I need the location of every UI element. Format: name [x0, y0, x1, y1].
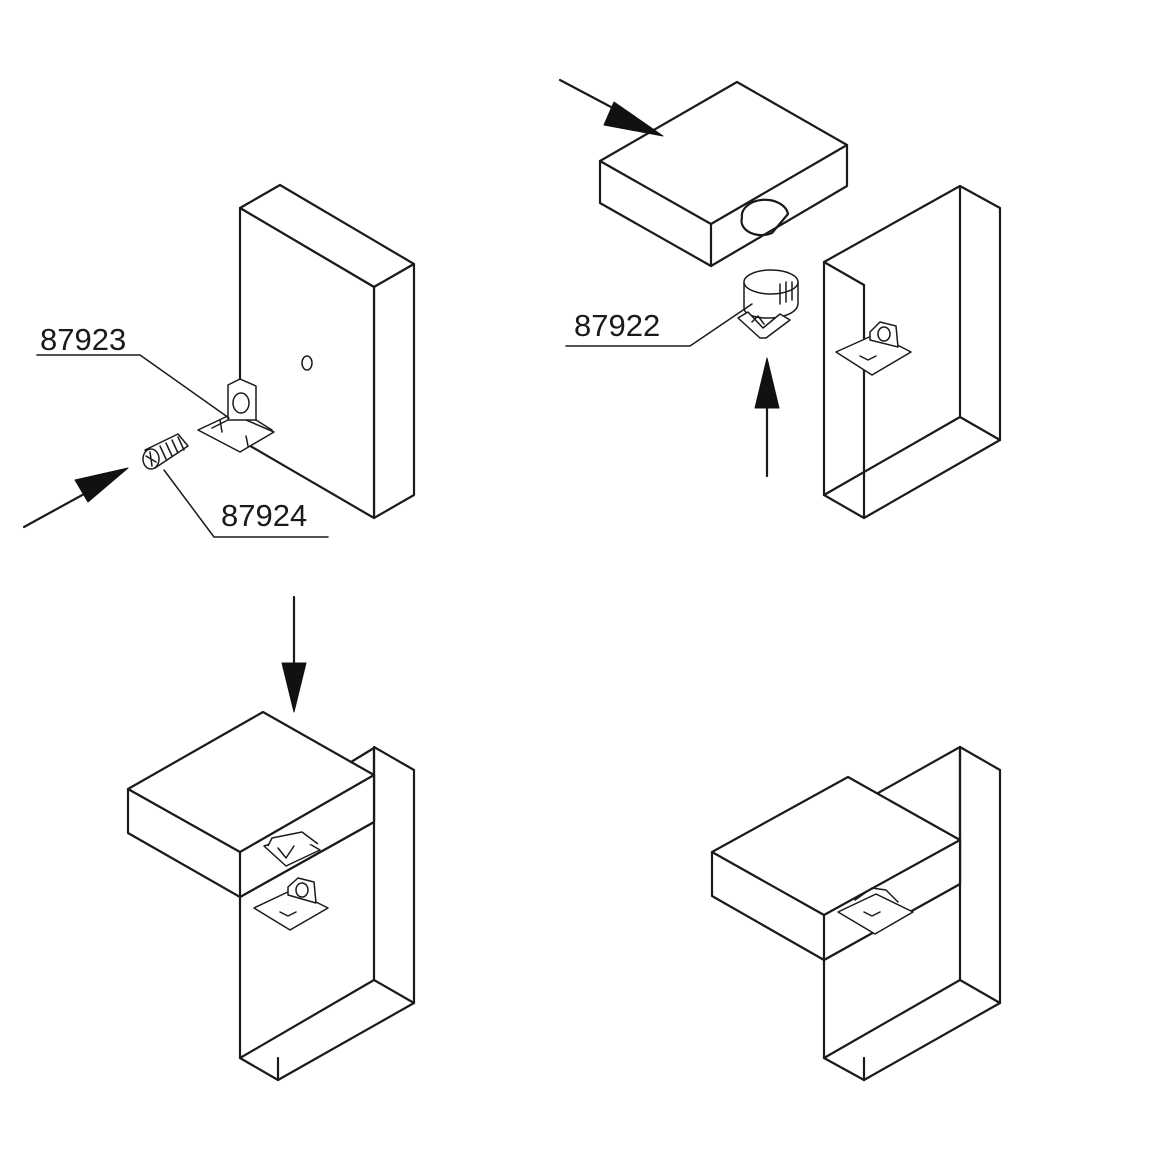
label-87922: 87922: [565, 303, 753, 347]
drill-hole: [301, 355, 313, 371]
side-panel-1: [238, 183, 416, 520]
cam-lock-87922: [737, 269, 799, 339]
label-87924: 87924: [163, 469, 329, 538]
insert-arrow-step-1: [22, 467, 129, 529]
cam-lock-in-shelf: [263, 831, 321, 867]
side-panel-3: [238, 745, 416, 1082]
part-number-87922: 87922: [574, 308, 660, 343]
step-4-assembled-group: [710, 745, 1002, 1082]
threaded-dowel-87924: [142, 433, 189, 470]
cam-cutout: [740, 198, 790, 237]
housing-on-panel: [253, 877, 329, 931]
insert-arrow-step-2-bottom: [754, 357, 780, 478]
connector-housing-87923: [197, 378, 275, 453]
side-panel-2: [822, 184, 1002, 520]
top-shelf-board: [598, 80, 849, 268]
part-number-87923: 87923: [40, 322, 126, 357]
step-3-panel-group: [126, 595, 416, 1082]
label-87923: 87923: [36, 322, 230, 419]
step-2-panel-group: 87922: [558, 78, 1002, 520]
step-1-panel-group: 87923 87924: [22, 183, 416, 538]
locked-fitting: [837, 887, 914, 935]
part-number-87924: 87924: [221, 498, 307, 533]
mounted-housing: [835, 321, 912, 376]
insert-arrow-step-2-top: [558, 78, 664, 137]
insert-arrow-step-3: [281, 595, 307, 713]
